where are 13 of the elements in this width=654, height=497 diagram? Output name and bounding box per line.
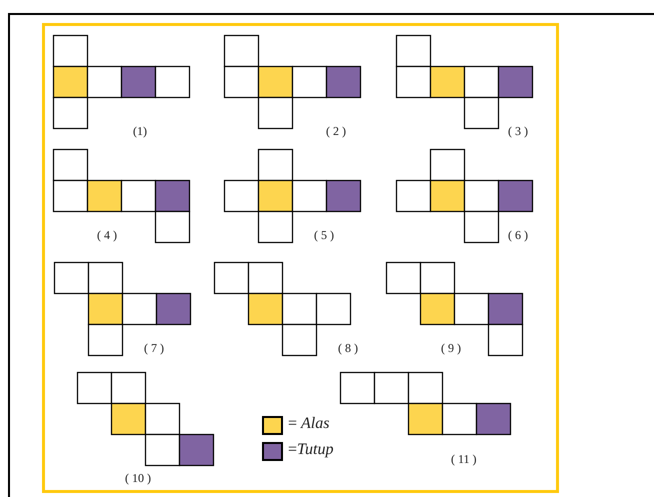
- figure-number: ( 7 ): [144, 341, 164, 356]
- figure-number: (1): [133, 124, 147, 139]
- figure-number: ( 9 ): [441, 341, 461, 356]
- figure-number: ( 10 ): [125, 471, 151, 486]
- legend-label: = Alas: [288, 415, 330, 433]
- legend-label: =Tutup: [288, 441, 334, 459]
- figure-number: ( 4 ): [97, 228, 117, 243]
- figure-number: ( 11 ): [451, 452, 477, 467]
- figure-number: ( 8 ): [338, 341, 358, 356]
- figure-number: ( 6 ): [508, 228, 528, 243]
- figure-number: ( 3 ): [508, 124, 528, 139]
- figure-number: ( 2 ): [326, 124, 346, 139]
- figure-number: ( 5 ): [314, 228, 334, 243]
